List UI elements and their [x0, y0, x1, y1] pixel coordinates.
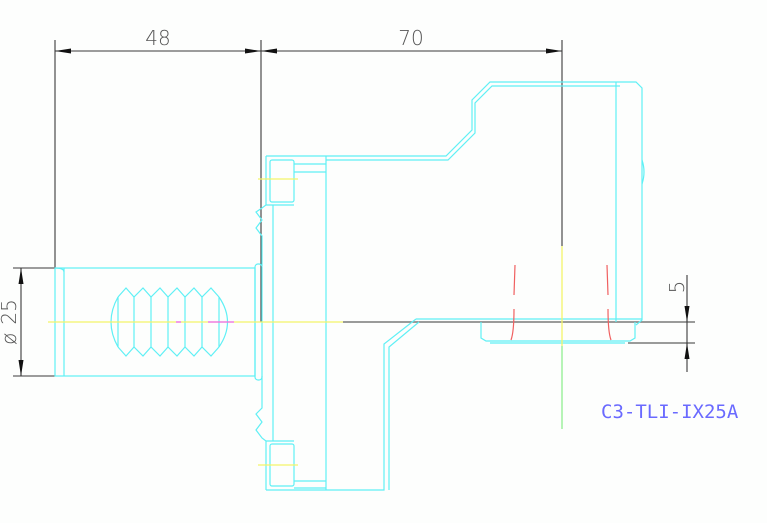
dimension-48: 48	[54, 26, 262, 322]
flange	[255, 155, 327, 491]
diameter-symbol: ø	[0, 333, 21, 345]
dimension-5: 5	[410, 275, 695, 372]
dimension-48-text: 48	[145, 26, 170, 50]
hidden-lines	[510, 264, 612, 341]
dimension-diameter-25: ø 25	[0, 267, 62, 377]
dimension-70-text: 70	[398, 26, 423, 50]
body	[326, 81, 645, 491]
part-label: C3-TLI-IX25A	[601, 401, 739, 423]
dimension-5-text: 5	[665, 281, 689, 294]
dimension-70: 70	[261, 26, 563, 246]
diameter-value: 25	[0, 299, 21, 324]
centerlines	[48, 178, 563, 466]
svg-text:ø25: ø 25	[0, 299, 21, 345]
